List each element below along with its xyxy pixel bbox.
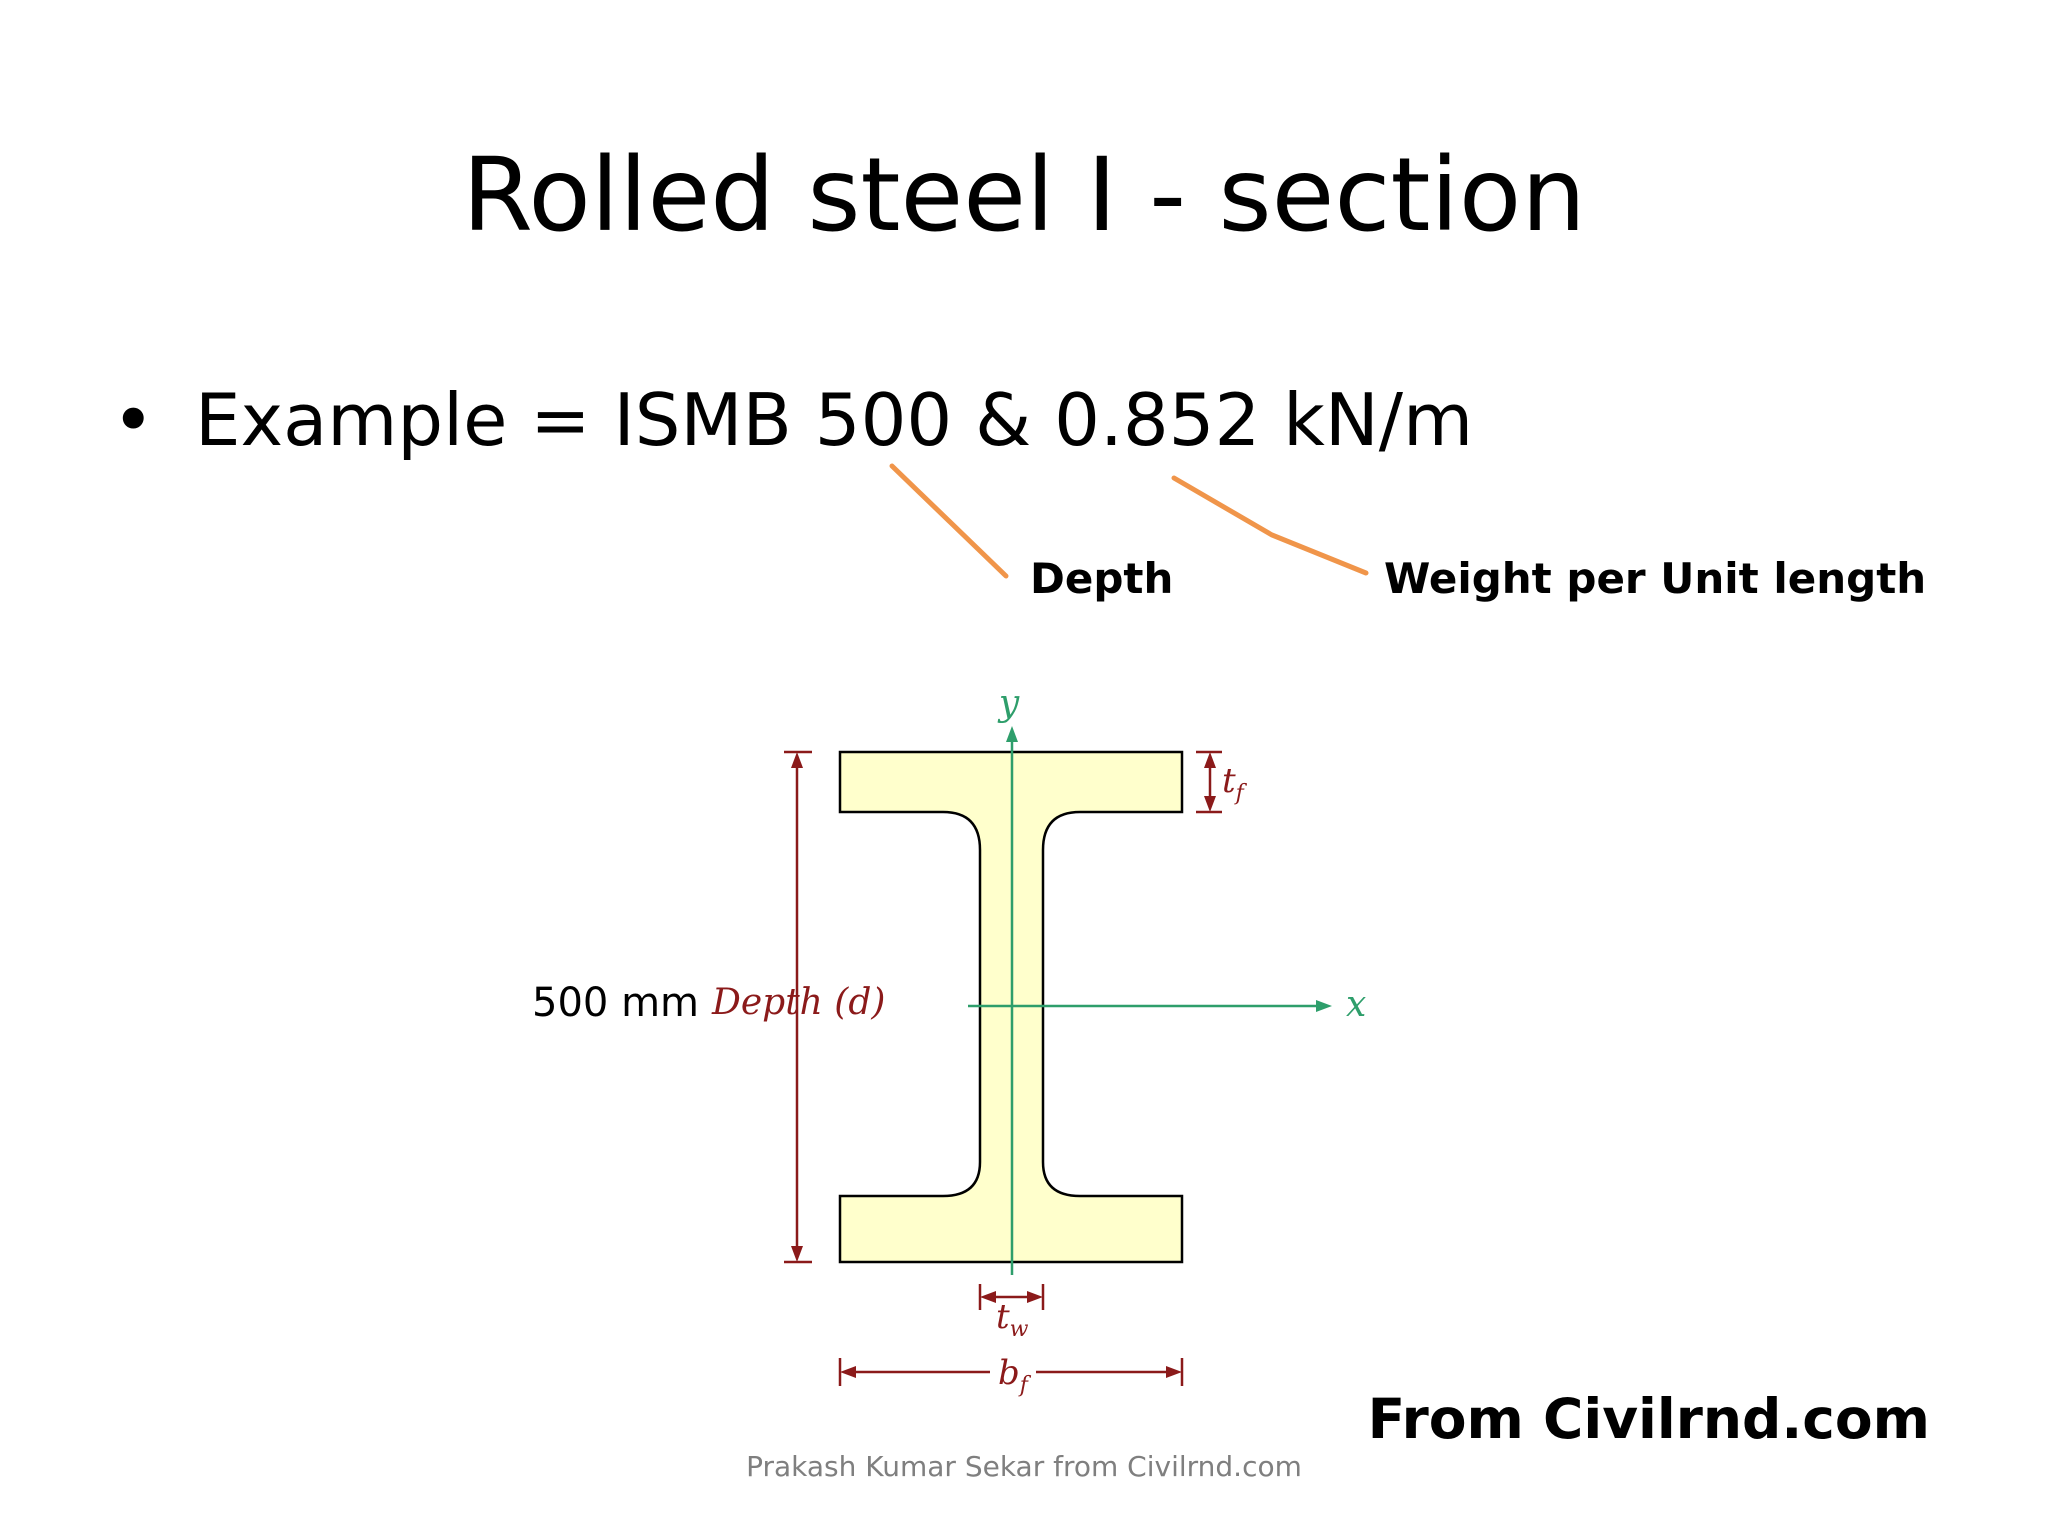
x-axis-arrow xyxy=(1316,1000,1332,1012)
x-axis-label: x xyxy=(1346,984,1366,1025)
tw-label-sub: w xyxy=(1010,1317,1029,1342)
bf-arrow-right xyxy=(1166,1366,1182,1378)
y-axis-arrow xyxy=(1006,726,1018,742)
depth-arrow-top xyxy=(791,752,803,768)
weight-callout-line xyxy=(1171,475,1369,576)
tf-arrow-bottom xyxy=(1204,796,1216,812)
dimension-lines xyxy=(784,750,1222,1386)
tw-label: tw xyxy=(996,1297,1029,1342)
axes xyxy=(968,726,1332,1275)
depth-callout-line xyxy=(889,463,1009,579)
callout-lines xyxy=(889,463,1369,579)
bullet-marker: • xyxy=(112,378,154,462)
bf-label-sub: f xyxy=(1018,1373,1032,1398)
source-credit: From Civilrnd.com xyxy=(1368,1387,1930,1451)
tw-arrow-right xyxy=(1027,1291,1043,1303)
weight-callout-label: Weight per Unit length xyxy=(1384,554,1926,603)
tf-label-main: t xyxy=(1222,761,1236,801)
tf-arrow-top xyxy=(1204,752,1216,768)
tf-label-sub: f xyxy=(1234,781,1248,806)
tw-arrow-left xyxy=(980,1291,996,1303)
y-axis-label: y xyxy=(997,683,1020,724)
depth-callout-label: Depth xyxy=(1030,554,1173,603)
i-section-diagram: y x xyxy=(532,683,1366,1398)
bf-label: bf xyxy=(998,1353,1032,1398)
slide-footer: Prakash Kumar Sekar from Civilrnd.com xyxy=(746,1450,1302,1483)
depth-value-label: 500 mm xyxy=(532,980,699,1026)
bf-arrow-left xyxy=(840,1366,856,1378)
depth-arrow-bottom xyxy=(791,1246,803,1262)
slide-title: Rolled steel I - section xyxy=(462,136,1586,255)
bf-label-main: b xyxy=(998,1353,1020,1393)
bullet-text: Example = ISMB 500 & 0.852 kN/m xyxy=(195,378,1473,462)
depth-dimension-label: Depth (d) xyxy=(711,982,885,1023)
tw-label-main: t xyxy=(996,1297,1010,1337)
tf-label: tf xyxy=(1222,761,1248,806)
